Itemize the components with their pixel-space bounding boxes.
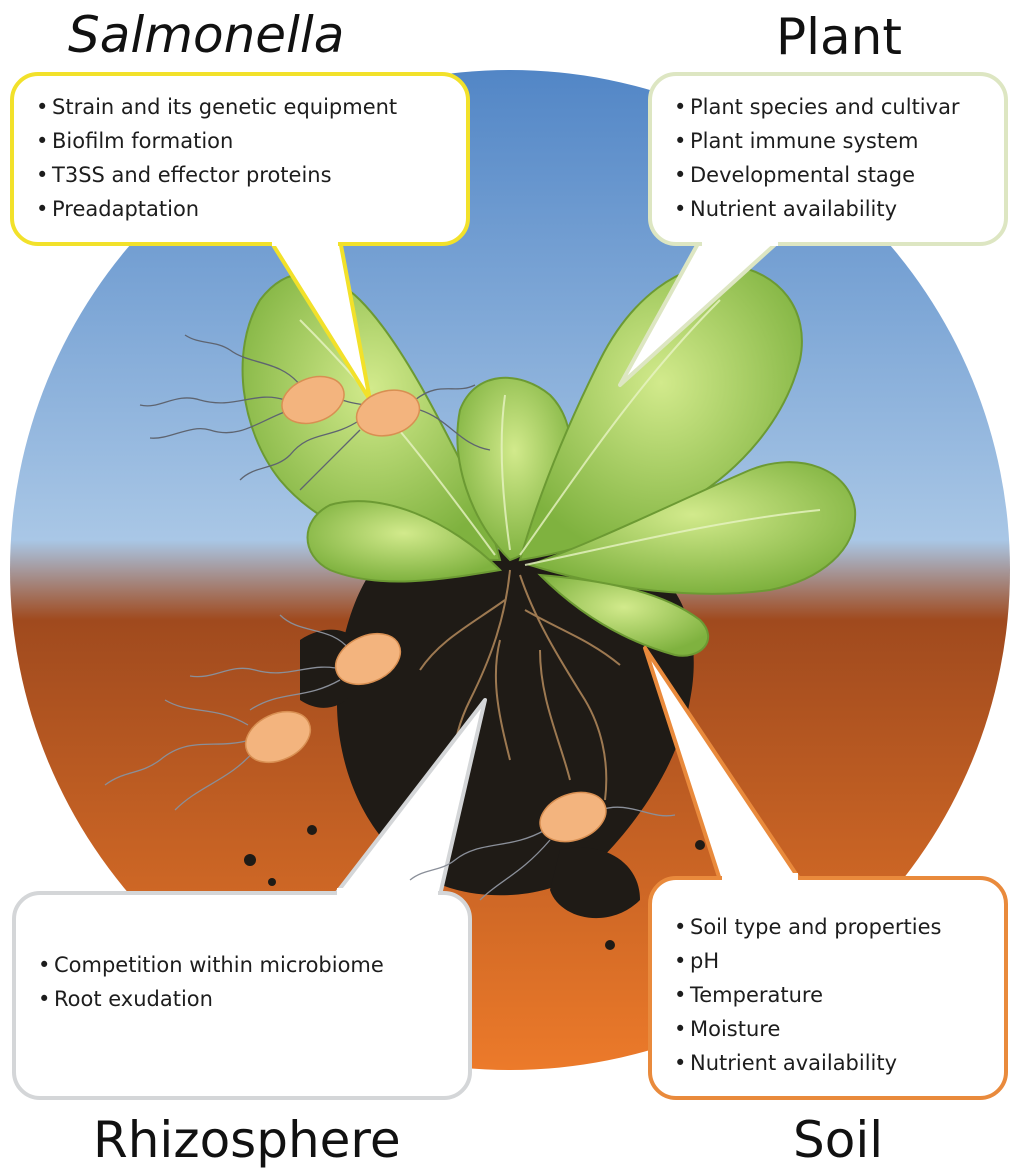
- list-item: Nutrient availability: [674, 1046, 941, 1080]
- rhizosphere-heading: Rhizosphere: [93, 1115, 401, 1165]
- list-item: Temperature: [674, 978, 941, 1012]
- soil-factor-list: Soil type and properties pH Temperature …: [674, 910, 941, 1080]
- list-item: Nutrient availability: [674, 192, 960, 226]
- plant-heading: Plant: [776, 12, 902, 62]
- list-item: Moisture: [674, 1012, 941, 1046]
- list-item: Plant species and cultivar: [674, 90, 960, 124]
- salmonella-factor-list: Strain and its genetic equipment Biofilm…: [36, 90, 397, 226]
- salmonella-heading: Salmonella: [68, 10, 344, 60]
- plant-factor-list: Plant species and cultivar Plant immune …: [674, 90, 960, 226]
- list-item: Biofilm formation: [36, 124, 397, 158]
- soil-heading: Soil: [793, 1115, 883, 1165]
- list-item: Root exudation: [38, 982, 384, 1016]
- list-item: Plant immune system: [674, 124, 960, 158]
- list-item: Soil type and properties: [674, 910, 941, 944]
- list-item: Strain and its genetic equipment: [36, 90, 397, 124]
- list-item: pH: [674, 944, 941, 978]
- rhizosphere-factor-list: Competition within microbiome Root exuda…: [38, 948, 384, 1016]
- list-item: Competition within microbiome: [38, 948, 384, 982]
- list-item: Developmental stage: [674, 158, 960, 192]
- list-item: T3SS and effector proteins: [36, 158, 397, 192]
- list-item: Preadaptation: [36, 192, 397, 226]
